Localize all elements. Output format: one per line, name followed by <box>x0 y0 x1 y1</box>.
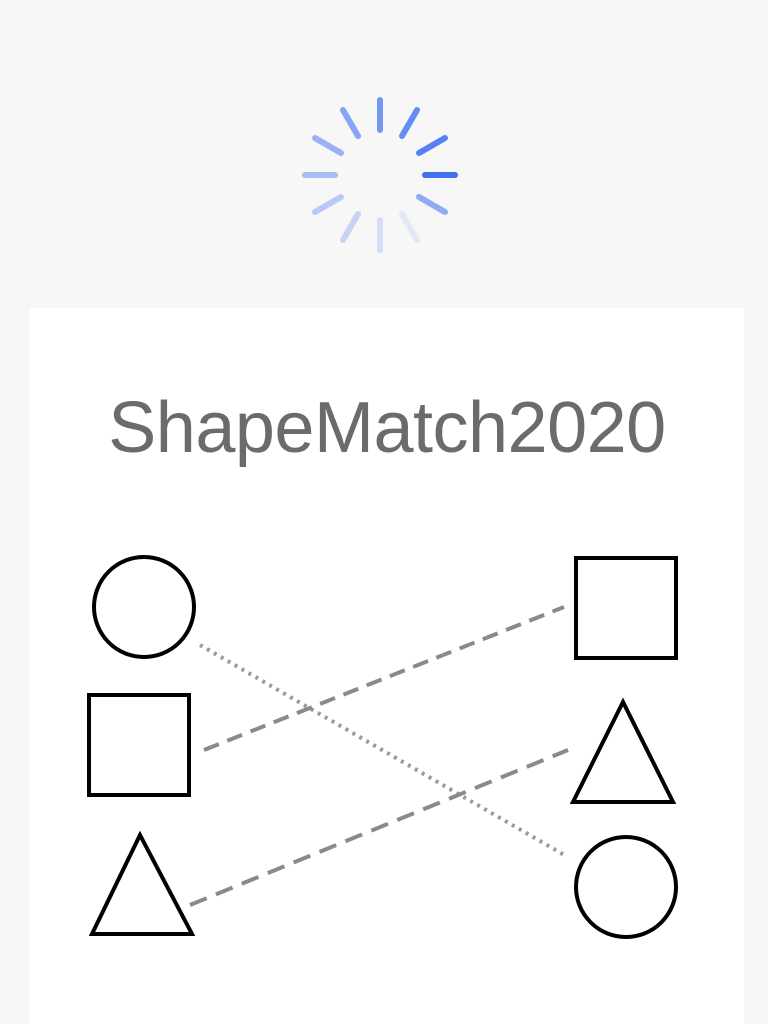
loading-spinner <box>300 95 460 255</box>
left-circle-shape[interactable] <box>92 555 196 659</box>
right-circle-shape[interactable] <box>574 835 678 939</box>
left-triangle-shape[interactable] <box>88 830 196 936</box>
spinner-icon <box>302 97 458 253</box>
connection-square-dashed <box>203 605 565 752</box>
app-title: ShapeMatch2020 <box>108 388 666 468</box>
shape-matching-diagram <box>87 555 678 939</box>
right-square-shape[interactable] <box>574 556 678 660</box>
right-triangle-shape[interactable] <box>569 697 677 804</box>
connection-triangle-dashed <box>189 748 569 907</box>
left-square-shape[interactable] <box>87 693 191 797</box>
connection-circle-dotted <box>199 643 567 858</box>
app-card: ShapeMatch2020 <box>30 308 744 1024</box>
